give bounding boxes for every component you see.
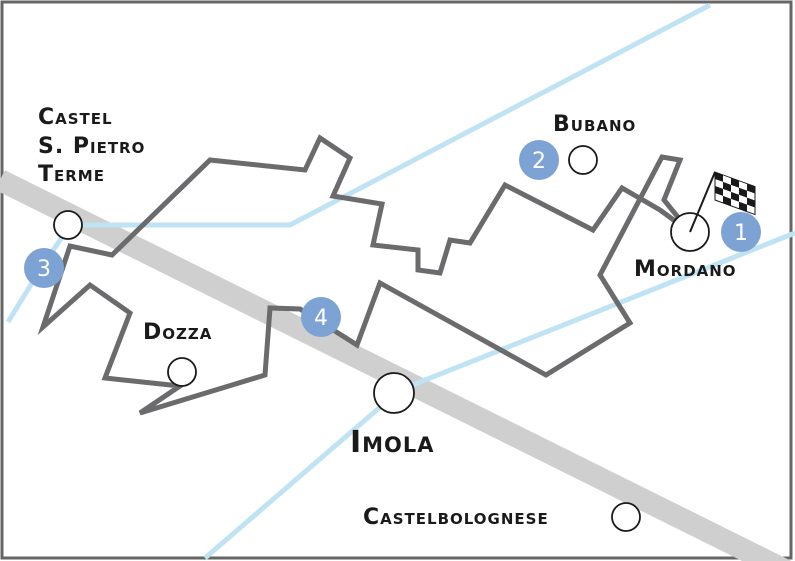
rally-route xyxy=(37,134,692,416)
town-label-castelbolognese: Castelbolognese xyxy=(363,505,549,530)
town-label-castel-san-pietro: Castel S. Pietro Terme xyxy=(38,105,146,188)
town-label-mordano: Mordano xyxy=(634,257,737,282)
stage-number-3: 3 xyxy=(37,257,51,282)
stage-marker-2: 2 xyxy=(519,140,559,180)
town-marker-castel-san-pietro xyxy=(53,210,83,240)
town-label-bubano: Bubano xyxy=(553,112,637,137)
stage-marker-3: 3 xyxy=(24,248,64,288)
town-label-dozza: Dozza xyxy=(143,320,213,345)
stage-number-1: 1 xyxy=(734,221,748,246)
town-label-imola: Imola xyxy=(350,425,435,460)
stage-number-4: 4 xyxy=(314,306,328,331)
town-marker-imola xyxy=(373,372,415,414)
stage-number-2: 2 xyxy=(532,149,546,174)
stage-marker-4: 4 xyxy=(301,297,341,337)
stage-marker-1: 1 xyxy=(721,212,761,252)
checkered-flag-icon xyxy=(689,171,756,233)
town-marker-dozza xyxy=(167,357,197,387)
town-marker-bubano xyxy=(568,145,598,175)
town-marker-castelbolognese xyxy=(611,502,641,532)
